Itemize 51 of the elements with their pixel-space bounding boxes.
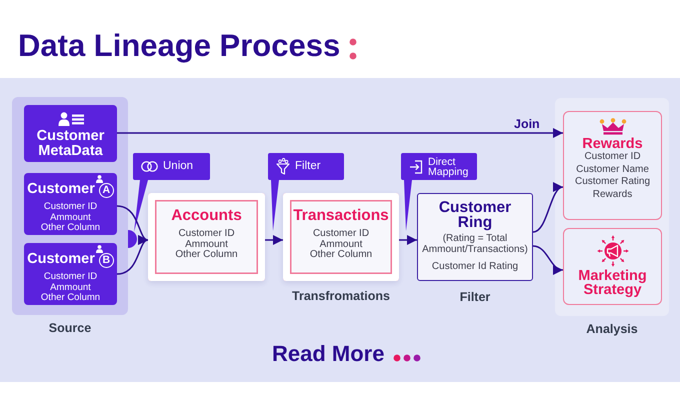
source-card: [24, 243, 117, 305]
card-title: Rewards: [582, 137, 643, 151]
card-title: Customer Ring: [438, 200, 512, 230]
callout-text: Direct Mapping: [428, 156, 470, 176]
card-title: Customer: [27, 182, 95, 196]
source-card: [24, 105, 117, 162]
circled-letter: B: [98, 253, 114, 268]
table-card: [148, 193, 265, 281]
card-title: Marketing Strategy: [577, 269, 648, 297]
field-name: Customer ID: [178, 229, 235, 240]
title: Data Lineage Process: [18, 28, 340, 64]
connector-arrow: [265, 235, 283, 245]
field-name: Customer ID: [584, 151, 641, 164]
edge-label: Join: [512, 117, 542, 131]
section-label: Filter: [458, 290, 492, 304]
formula-text: (Rating = Total Ammount/Transactions): [421, 234, 529, 255]
source-card: [24, 173, 117, 235]
field-name: Ammount: [50, 212, 91, 223]
read-more-link: Read More: [272, 341, 384, 367]
output-card: [563, 111, 662, 220]
panel-heading: Analysis: [585, 322, 639, 336]
field-name: Other Column: [40, 293, 100, 304]
output-card: [563, 228, 662, 305]
card-title: Accounts: [171, 207, 242, 224]
callout-text: Filter: [295, 160, 321, 173]
circled-letter: A: [98, 183, 114, 198]
field-name: Customer Rating: [574, 176, 650, 188]
card-title: Customer MetaData: [36, 129, 106, 159]
connector-arrow: [116, 238, 148, 275]
card-title: Customer: [27, 252, 95, 266]
field-name: Ammount: [320, 240, 362, 250]
field-name: Ammount: [50, 282, 91, 293]
connector-arrow: [399, 235, 417, 245]
field-name: Other Column: [40, 223, 100, 234]
field-name: Other Column: [310, 250, 372, 260]
field-name: Customer Id Rating: [432, 261, 518, 272]
connector-arrow: [116, 205, 148, 242]
connector-arrow: [117, 128, 563, 138]
field-name: Customer ID: [312, 229, 370, 240]
field-name: Customer ID: [44, 272, 98, 282]
field-name: Other Column: [175, 250, 238, 260]
card-title: Transactions: [293, 207, 389, 224]
field-name: Customer Name: [576, 164, 649, 176]
field-name: Ammount: [185, 240, 228, 250]
panel-heading: Source: [48, 321, 92, 335]
field-name: Rewards: [592, 188, 632, 201]
connector-arrow: [532, 185, 564, 233]
connector-arrow: [532, 245, 564, 274]
section-label: Transfromations: [291, 289, 391, 303]
field-name: Customer ID: [44, 202, 98, 212]
callout-text: Union: [163, 160, 194, 173]
